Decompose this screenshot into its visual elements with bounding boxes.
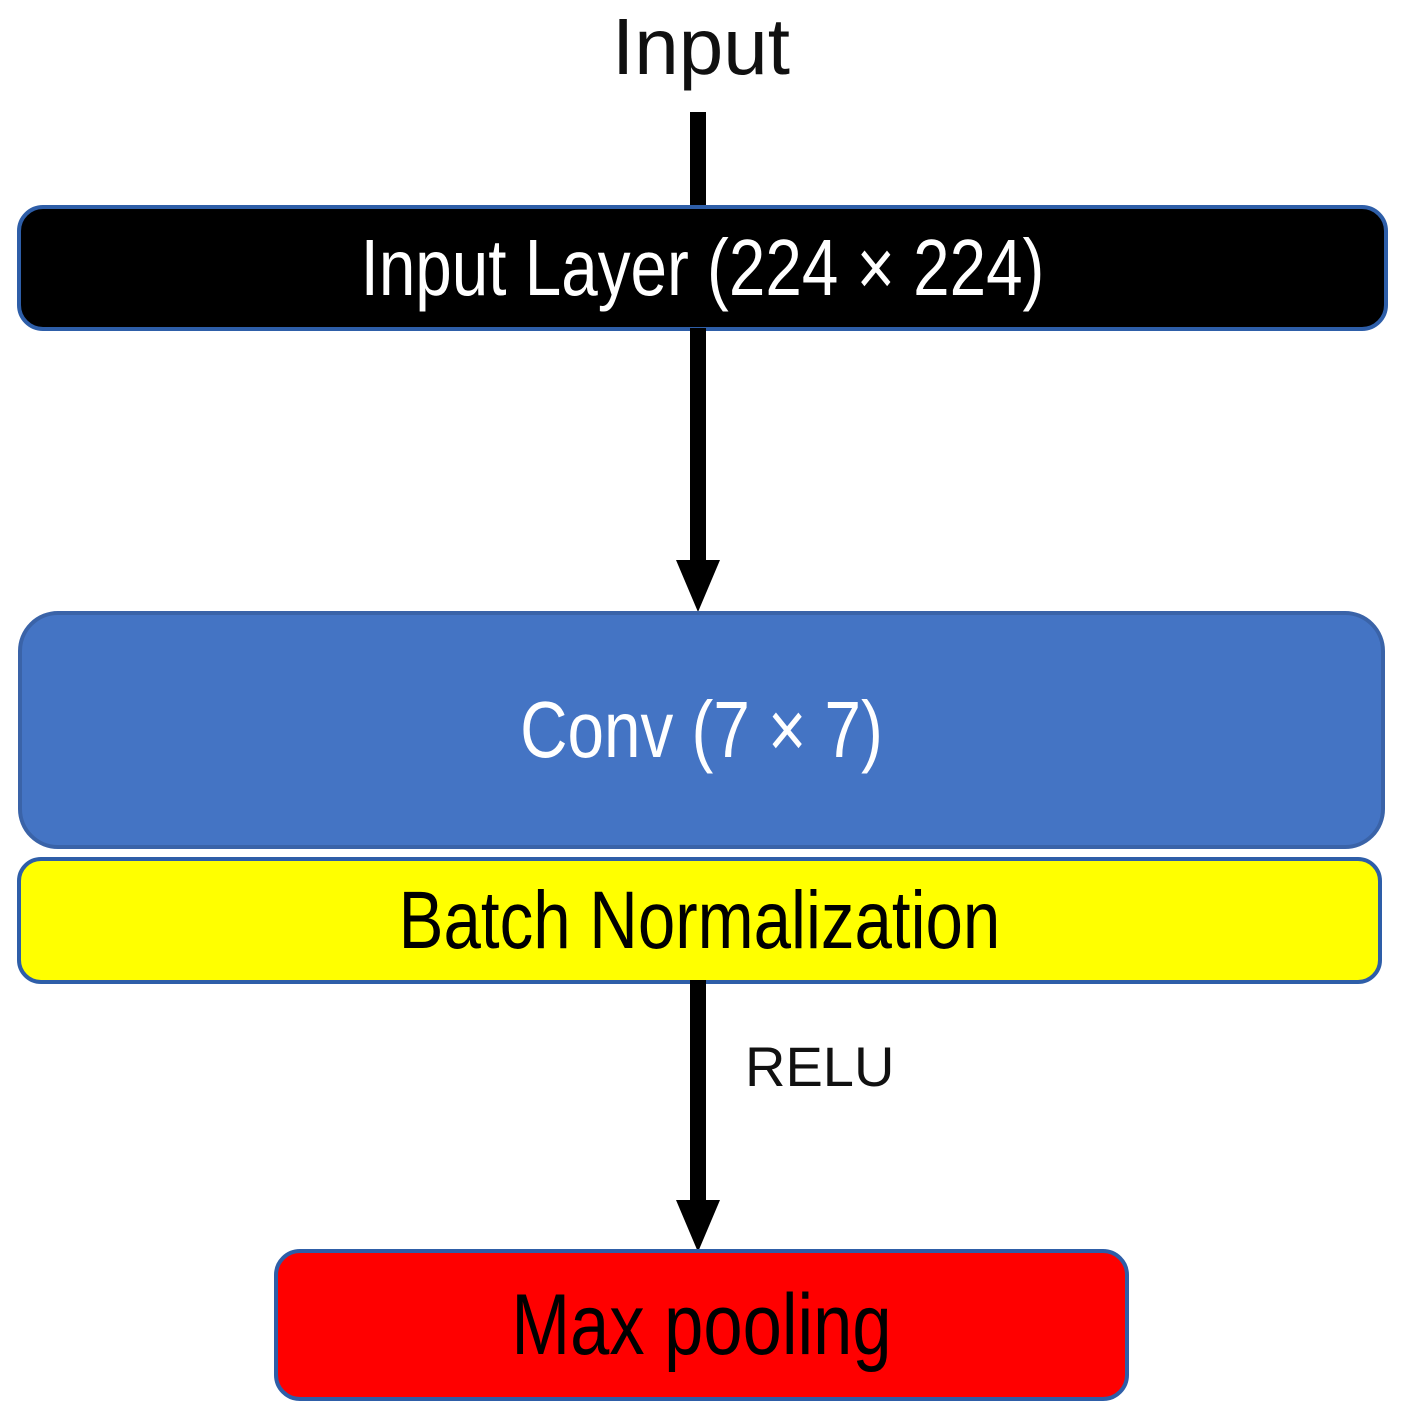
diagram-title: Input xyxy=(612,2,790,91)
node-input-layer-label: Input Layer (224 × 224) xyxy=(360,223,1045,312)
node-batch-normalization[interactable]: Batch Normalization xyxy=(17,857,1382,984)
node-max-pooling-label: Max pooling xyxy=(511,1277,892,1373)
edge-input-layer-to-conv xyxy=(664,328,732,616)
edge-batch-normalization-to-max-pooling xyxy=(664,980,732,1256)
edge-label-relu: RELU xyxy=(745,1035,895,1098)
node-input-layer[interactable]: Input Layer (224 × 224) xyxy=(17,205,1388,331)
node-conv[interactable]: Conv (7 × 7) xyxy=(18,611,1385,849)
node-conv-label: Conv (7 × 7) xyxy=(520,685,883,774)
node-batch-normalization-label: Batch Normalization xyxy=(398,874,1001,966)
node-max-pooling[interactable]: Max pooling xyxy=(274,1249,1129,1401)
edge-input-to-input-layer xyxy=(676,112,720,212)
